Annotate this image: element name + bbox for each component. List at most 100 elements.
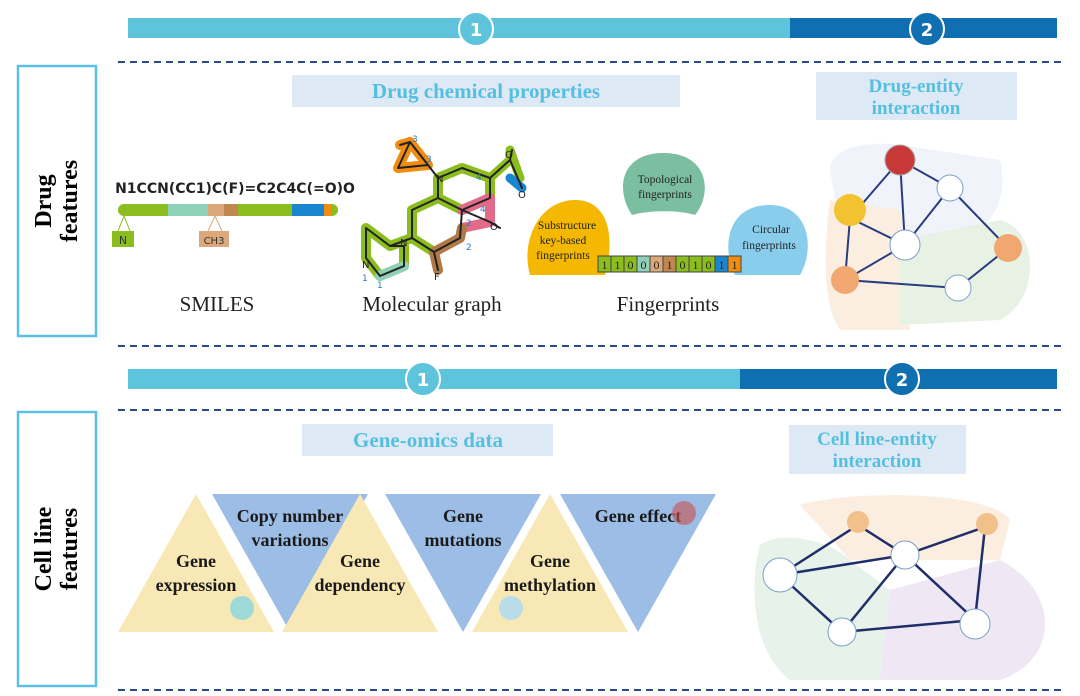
- omics-triangle: [118, 494, 274, 632]
- drug-features-box: [16, 64, 98, 338]
- atom-label: O: [505, 150, 513, 161]
- cell-entity-network: [754, 495, 1045, 680]
- omics-triangle: [212, 494, 368, 632]
- dna-node-icon: [762, 557, 798, 593]
- omics-title: Gene-omics data: [353, 428, 503, 452]
- omics-label: Gene: [443, 506, 483, 526]
- omics-triangle: [560, 494, 716, 632]
- cell-icon: [499, 596, 523, 620]
- dna-node-icon: [889, 229, 921, 261]
- omics-label: dependency: [314, 575, 405, 595]
- graph-number: 3: [426, 155, 432, 165]
- step-1-number: 1: [417, 370, 430, 391]
- dna-node-icon: [936, 174, 964, 202]
- graph-caption: Molecular graph: [362, 292, 502, 316]
- fp-type-label: key-based: [540, 235, 587, 247]
- smiles-panel: N1CCN(CC1)C(F)=C2C4C(=O)O N CH3 SMILES: [112, 181, 355, 316]
- atom-label: N: [400, 238, 407, 249]
- atom-label: F: [434, 272, 440, 283]
- dna-node-icon: [827, 617, 857, 647]
- smiles-tag-ch3: [199, 231, 229, 247]
- fp-type-label: Circular: [752, 224, 790, 236]
- omics-triangle: [385, 494, 541, 632]
- cell-icon: [976, 513, 998, 535]
- cell-icon: [230, 596, 254, 620]
- omics-label: expression: [156, 575, 237, 595]
- fingerprints-panel: Substructure key-based fingerprints Topo…: [527, 152, 808, 316]
- chem-title-box: [292, 75, 680, 107]
- cell-features-label: Cell line features: [31, 506, 83, 591]
- omics-label: methylation: [504, 575, 596, 595]
- graph-number: 1: [377, 281, 383, 291]
- graph-number: 4: [476, 173, 482, 183]
- cell-entity-title: Cell line-entity: [817, 429, 937, 450]
- atom-label: N: [436, 174, 443, 185]
- step-1-marker: [458, 11, 494, 47]
- omics-triangle: [282, 494, 438, 632]
- drug-features-label: Drug features: [31, 160, 83, 242]
- fingerprint-bit-value: 1: [667, 258, 673, 272]
- molecular-graph: N N N F O O O 1 1 2 2 3 3 4 4 Molecular …: [361, 135, 527, 316]
- side-label-line: Drug: [31, 174, 57, 227]
- atom-label: N: [362, 260, 369, 271]
- side-label-line: features: [57, 160, 83, 242]
- fingerprint-bit-value: 1: [602, 258, 608, 272]
- fp-type-label: fingerprints: [742, 240, 796, 252]
- substructure-fingerprint-blob: [527, 200, 610, 275]
- fingerprint-bit-value: 1: [615, 258, 621, 272]
- cell-features-box: [16, 410, 98, 688]
- graph-number: 1: [362, 274, 368, 284]
- cell-step-bar: 1 2: [128, 361, 1057, 397]
- drug-cluster-icon: [834, 194, 866, 226]
- fingerprint-bit-value: 0: [680, 258, 686, 272]
- fingerprint-bit-value: 1: [719, 258, 725, 272]
- omics-label: mutations: [424, 530, 501, 550]
- fingerprint-bit-value: 1: [693, 258, 699, 272]
- step-2-marker: [909, 11, 945, 47]
- smiles-caption: SMILES: [180, 292, 255, 316]
- pill-icon: [831, 266, 859, 294]
- step-2-number: 2: [896, 370, 909, 391]
- step-2-marker: [884, 361, 920, 397]
- pill-icon: [994, 234, 1022, 262]
- cell-icon: [847, 511, 869, 533]
- omics-label: variations: [251, 530, 328, 550]
- step-2-number: 2: [921, 20, 934, 41]
- omics-label: Copy number: [237, 506, 344, 526]
- fp-type-label: fingerprints: [638, 189, 692, 201]
- dna-node-icon: [944, 274, 972, 302]
- drug-entity-title-box: [816, 72, 1017, 120]
- circular-fingerprint-blob: [728, 205, 808, 275]
- topological-fingerprint-blob: [622, 152, 705, 215]
- fingerprints-caption: Fingerprints: [617, 292, 720, 316]
- smiles-tag-n: [112, 231, 134, 247]
- atom-label: O: [518, 190, 526, 201]
- side-label-line: features: [57, 508, 83, 590]
- smiles-tag-text: N: [119, 234, 127, 247]
- fingerprint-bit-value: 0: [641, 258, 647, 272]
- omics-title-box: [302, 424, 553, 456]
- drug-step-bar: 1 2: [128, 11, 1057, 47]
- omics-label: Gene effect: [595, 506, 681, 526]
- drug-entity-title: interaction: [872, 98, 961, 119]
- fp-type-label: Topological: [638, 174, 693, 186]
- drug-entity-title: Drug-entity: [869, 76, 964, 97]
- smiles-string: N1CCN(CC1)C(F)=C2C4C(=O)O: [115, 181, 355, 197]
- omics-label: Gene: [340, 551, 380, 571]
- graph-number: 2: [466, 243, 472, 253]
- fp-type-label: fingerprints: [536, 250, 590, 262]
- omics-label: Gene: [176, 551, 216, 571]
- fingerprint-bit-value: 0: [706, 258, 712, 272]
- graph-number: 3: [412, 135, 418, 145]
- step-1-number: 1: [470, 20, 483, 41]
- dna-node-icon: [959, 608, 991, 640]
- cell-entity-title-box: [789, 425, 966, 474]
- fingerprint-bit-value: 0: [654, 258, 660, 272]
- fingerprint-bit-value: 1: [732, 258, 738, 272]
- protein-icon: [672, 501, 696, 525]
- step-1-marker: [405, 361, 441, 397]
